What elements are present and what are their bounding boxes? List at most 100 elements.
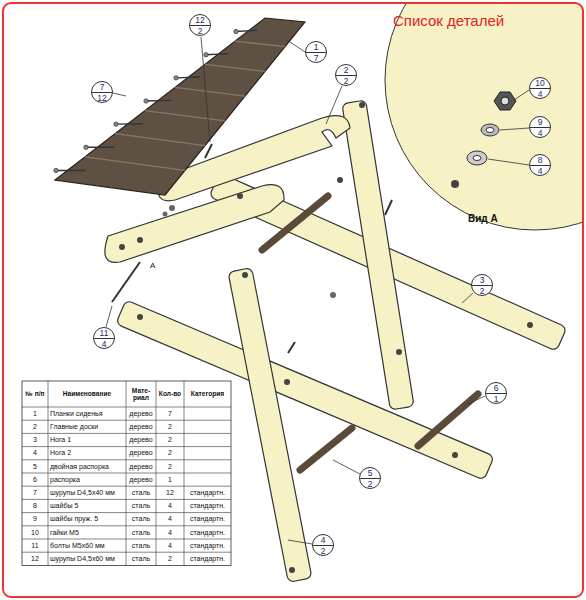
table-cell: распорка xyxy=(48,473,126,486)
table-cell: шурупы D4,5х40 мм xyxy=(48,486,126,499)
table-cell: сталь xyxy=(126,539,156,552)
screw xyxy=(116,123,143,125)
callout-number: 84 xyxy=(529,154,551,176)
screw-head xyxy=(114,122,118,126)
callout-text: 7 xyxy=(92,82,112,93)
callout-text: 6 xyxy=(486,383,506,394)
table-cell: стандартн. xyxy=(184,499,231,512)
table-cell: 2 xyxy=(156,433,184,446)
table-cell: дерево xyxy=(126,407,156,420)
plank-joint xyxy=(235,41,285,47)
view-label: А xyxy=(150,261,155,270)
table-cell: 6 xyxy=(22,473,48,486)
table-cell: 4 xyxy=(156,499,184,512)
view-label: Вид А xyxy=(468,213,498,224)
table-cell: 11 xyxy=(22,539,48,552)
frame xyxy=(3,3,583,597)
callout-text: 2 xyxy=(336,65,356,76)
screw-head xyxy=(234,29,238,33)
callout-text: 2 xyxy=(472,286,492,296)
callout-text: 4 xyxy=(530,89,550,99)
table-cell: шайбы 5 xyxy=(48,499,126,512)
table-cell: 8 xyxy=(22,499,48,512)
callout-text: 4 xyxy=(94,339,114,349)
table-cell: 2 xyxy=(156,552,184,565)
table-cell: болты М5х60 мм xyxy=(48,539,126,552)
callout-text: 8 xyxy=(530,155,550,166)
table-cell: 4 xyxy=(22,447,48,460)
table-cell: сталь xyxy=(126,499,156,512)
callout-number: 61 xyxy=(485,382,507,404)
table-cell: Наименование xyxy=(48,381,126,407)
screw xyxy=(56,170,86,172)
table-cell: Категория xyxy=(184,381,231,407)
callout-text: 1 xyxy=(486,394,506,404)
parts-table xyxy=(22,381,231,565)
plank-joint xyxy=(115,134,205,146)
table-cell: Планки сиденья xyxy=(48,407,126,420)
table-cell: 2 xyxy=(22,420,48,433)
table-grid xyxy=(22,381,231,565)
callout-text: 5 xyxy=(360,468,380,479)
callout-text: 3 xyxy=(472,275,492,286)
callout-text: 11 xyxy=(94,328,114,339)
table-cell: 3 xyxy=(22,433,48,446)
callout-number: 104 xyxy=(529,77,551,99)
screw-head xyxy=(84,145,88,149)
plank-joint xyxy=(145,111,225,121)
table-cell: 7 xyxy=(156,407,184,420)
table-cell: дерево xyxy=(126,420,156,433)
table-cell: Кол-во xyxy=(156,381,184,407)
table-cell: Нога 2 xyxy=(48,447,126,460)
screw-head xyxy=(174,76,178,80)
table-cell: стандартн. xyxy=(184,513,231,526)
title-text: Список деталей xyxy=(393,12,504,29)
table-cell: 12 xyxy=(22,552,48,565)
screw xyxy=(146,100,171,102)
callout-number: 712 xyxy=(91,81,113,103)
table-cell: шайбы пруж. 5 xyxy=(48,513,126,526)
table-cell: двойная распорка xyxy=(48,460,126,473)
table-cell: Нога 1 xyxy=(48,433,126,446)
callout-text: 12 xyxy=(190,15,210,26)
callout-number: 94 xyxy=(529,116,551,138)
screw-head xyxy=(54,168,58,172)
callout-text: 9 xyxy=(530,117,550,128)
plank-joint xyxy=(175,87,245,96)
table-cell: сталь xyxy=(126,513,156,526)
table-cell: 1 xyxy=(156,473,184,486)
callout-text: 7 xyxy=(306,53,326,63)
table-cell: стандартн. xyxy=(184,552,231,565)
callout-text: 2 xyxy=(336,76,356,86)
callout-number: 122 xyxy=(189,14,211,36)
callout-text: 2 xyxy=(313,546,333,556)
table-cell: 7 xyxy=(22,486,48,499)
plank-joint xyxy=(205,64,265,71)
table-cell: стандартн. xyxy=(184,486,231,499)
leader-lines xyxy=(106,37,529,544)
table-cell: дерево xyxy=(126,460,156,473)
callout-number: 42 xyxy=(312,534,334,556)
table-cell: дерево xyxy=(126,447,156,460)
plank-joint xyxy=(85,157,185,170)
view-a-hardware xyxy=(451,92,516,188)
table-cell: 2 xyxy=(156,420,184,433)
table-cell: Главные доски xyxy=(48,420,126,433)
table-cell: стандартн. xyxy=(184,539,231,552)
table-cell: Мате- риал xyxy=(126,381,156,407)
screw xyxy=(176,76,200,78)
screw xyxy=(236,30,257,31)
table-cell: 2 xyxy=(156,447,184,460)
table-cell: 1 xyxy=(22,407,48,420)
table-cell: сталь xyxy=(126,552,156,565)
callout-number: 114 xyxy=(93,327,115,349)
seat-planks xyxy=(54,18,305,195)
table-cell: 9 xyxy=(22,513,48,526)
callout-text: 12 xyxy=(92,93,112,103)
screw xyxy=(206,54,228,55)
callout-number: 17 xyxy=(305,41,327,63)
callout-text: 10 xyxy=(530,78,550,89)
table-cell: дерево xyxy=(126,433,156,446)
table-cell: 12 xyxy=(156,486,184,499)
